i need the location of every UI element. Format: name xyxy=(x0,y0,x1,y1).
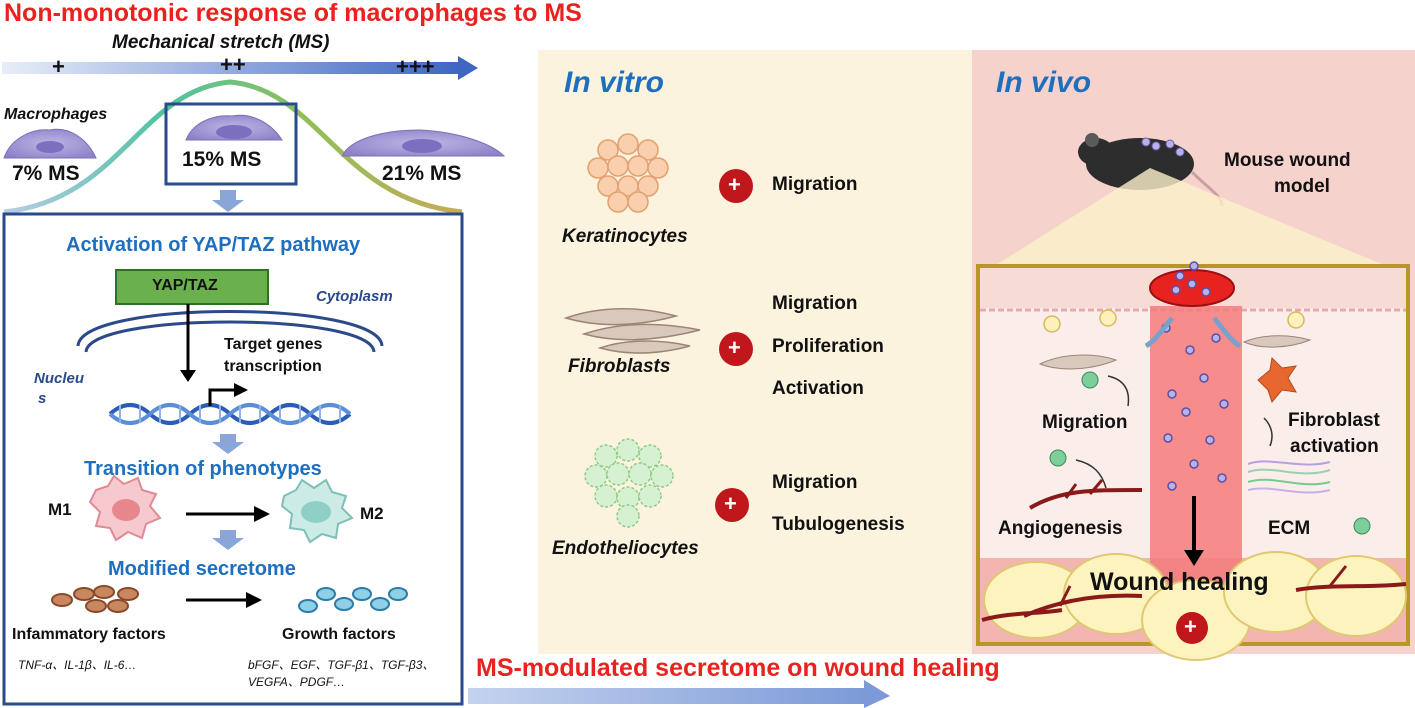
fibroblasts-effect-migration: Migration xyxy=(772,293,858,314)
nucleus-label-line1: Nucleu xyxy=(34,370,85,387)
plus-sign: + xyxy=(724,491,737,516)
stretch-level-low: + xyxy=(52,54,65,79)
plus-sign: + xyxy=(728,335,741,360)
stretch-level-mid: ++ xyxy=(220,52,246,77)
stretch-label: Mechanical stretch (MS) xyxy=(112,32,330,53)
m2-macrophage-icon xyxy=(280,478,354,544)
growth-factors-icon xyxy=(298,587,408,613)
plus-circle-icon xyxy=(719,169,753,203)
m2-label: M2 xyxy=(360,504,384,523)
keratinocytes-label: Keratinocytes xyxy=(562,226,688,247)
plus-circle-icon xyxy=(715,488,749,522)
macrophage-cell-icon xyxy=(341,129,506,157)
invitro-title: In vitro xyxy=(564,66,665,99)
plus-sign: + xyxy=(728,172,741,197)
pathway-box xyxy=(2,212,464,706)
mouse-model-line1: Mouse wound xyxy=(1224,150,1351,171)
ecm-label: ECM xyxy=(1268,518,1311,539)
fibroblast-activation-line2: activation xyxy=(1290,436,1379,457)
m1-label: M1 xyxy=(48,500,72,519)
macrophage-cell-icon xyxy=(3,128,97,159)
fibroblast-activation-line1: Fibroblast xyxy=(1288,410,1380,431)
selected-ms-box xyxy=(164,102,298,186)
inflammatory-label: Infammatory factors xyxy=(12,626,166,643)
growth-list-line1: bFGF、EGF、TGF-β1、TGF-β3、 xyxy=(248,658,435,672)
banner-arrow-icon xyxy=(468,680,890,708)
ms-level-21: 21% MS xyxy=(382,162,462,185)
plus-circle-icon xyxy=(719,332,753,366)
keratinocytes-effect-migration: Migration xyxy=(772,174,858,195)
cytoplasm-label: Cytoplasm xyxy=(316,288,393,305)
dna-helix-icon xyxy=(108,403,352,425)
transcription-arrow-icon xyxy=(208,388,236,406)
endotheliocytes-icon xyxy=(584,438,674,528)
pathway-title: Activation of YAP/TAZ pathway xyxy=(66,234,361,256)
wound-healing-label: Wound healing xyxy=(1090,568,1269,596)
fibroblasts-effect-activation: Activation xyxy=(772,378,864,399)
main-title: Non-monotonic response of macrophages to… xyxy=(4,0,582,27)
mouse-model-line2: model xyxy=(1274,176,1330,197)
invivo-migration-label: Migration xyxy=(1042,412,1128,433)
fibroblasts-icon xyxy=(563,307,701,354)
keratinocytes-icon xyxy=(587,133,669,213)
macrophages-label: Macrophages xyxy=(4,106,108,123)
endotheliocytes-effect-tubulogenesis: Tubulogenesis xyxy=(772,514,905,535)
ms-level-7: 7% MS xyxy=(12,162,80,185)
transition-title: Transition of phenotypes xyxy=(84,458,322,480)
nucleus-label-line2: s xyxy=(38,390,47,407)
yap-taz-label: YAP/TAZ xyxy=(152,277,218,294)
plus-sign: + xyxy=(1184,614,1197,639)
stretch-level-high: +++ xyxy=(396,54,435,79)
macrophage-cell-icon xyxy=(185,114,283,141)
endotheliocytes-label: Endotheliocytes xyxy=(552,538,699,559)
fibroblasts-effect-proliferation: Proliferation xyxy=(772,336,884,357)
m1-macrophage-icon xyxy=(88,474,162,542)
fibroblasts-label: Fibroblasts xyxy=(568,356,671,377)
ms-level-15: 15% MS xyxy=(182,148,262,171)
inflammatory-list: TNF-α、IL-1β、IL-6… xyxy=(18,658,137,672)
bottom-banner: MS-modulated secretome on wound healing xyxy=(476,654,1000,682)
bell-curve xyxy=(3,79,463,215)
down-arrow-icon xyxy=(212,190,244,212)
target-genes-line1: Target genes xyxy=(224,336,323,353)
growth-list-line2: VEGFA、PDGF… xyxy=(248,675,346,689)
secretome-title: Modified secretome xyxy=(108,558,296,580)
endotheliocytes-effect-migration: Migration xyxy=(772,472,858,493)
stretch-arrow-icon xyxy=(2,56,478,80)
invivo-title: In vivo xyxy=(996,66,1092,99)
inflammatory-factors-icon xyxy=(51,585,139,613)
target-genes-line2: transcription xyxy=(224,358,322,375)
angiogenesis-label: Angiogenesis xyxy=(998,518,1123,539)
growth-label: Growth factors xyxy=(282,626,396,643)
plus-circle-icon xyxy=(1176,612,1208,644)
